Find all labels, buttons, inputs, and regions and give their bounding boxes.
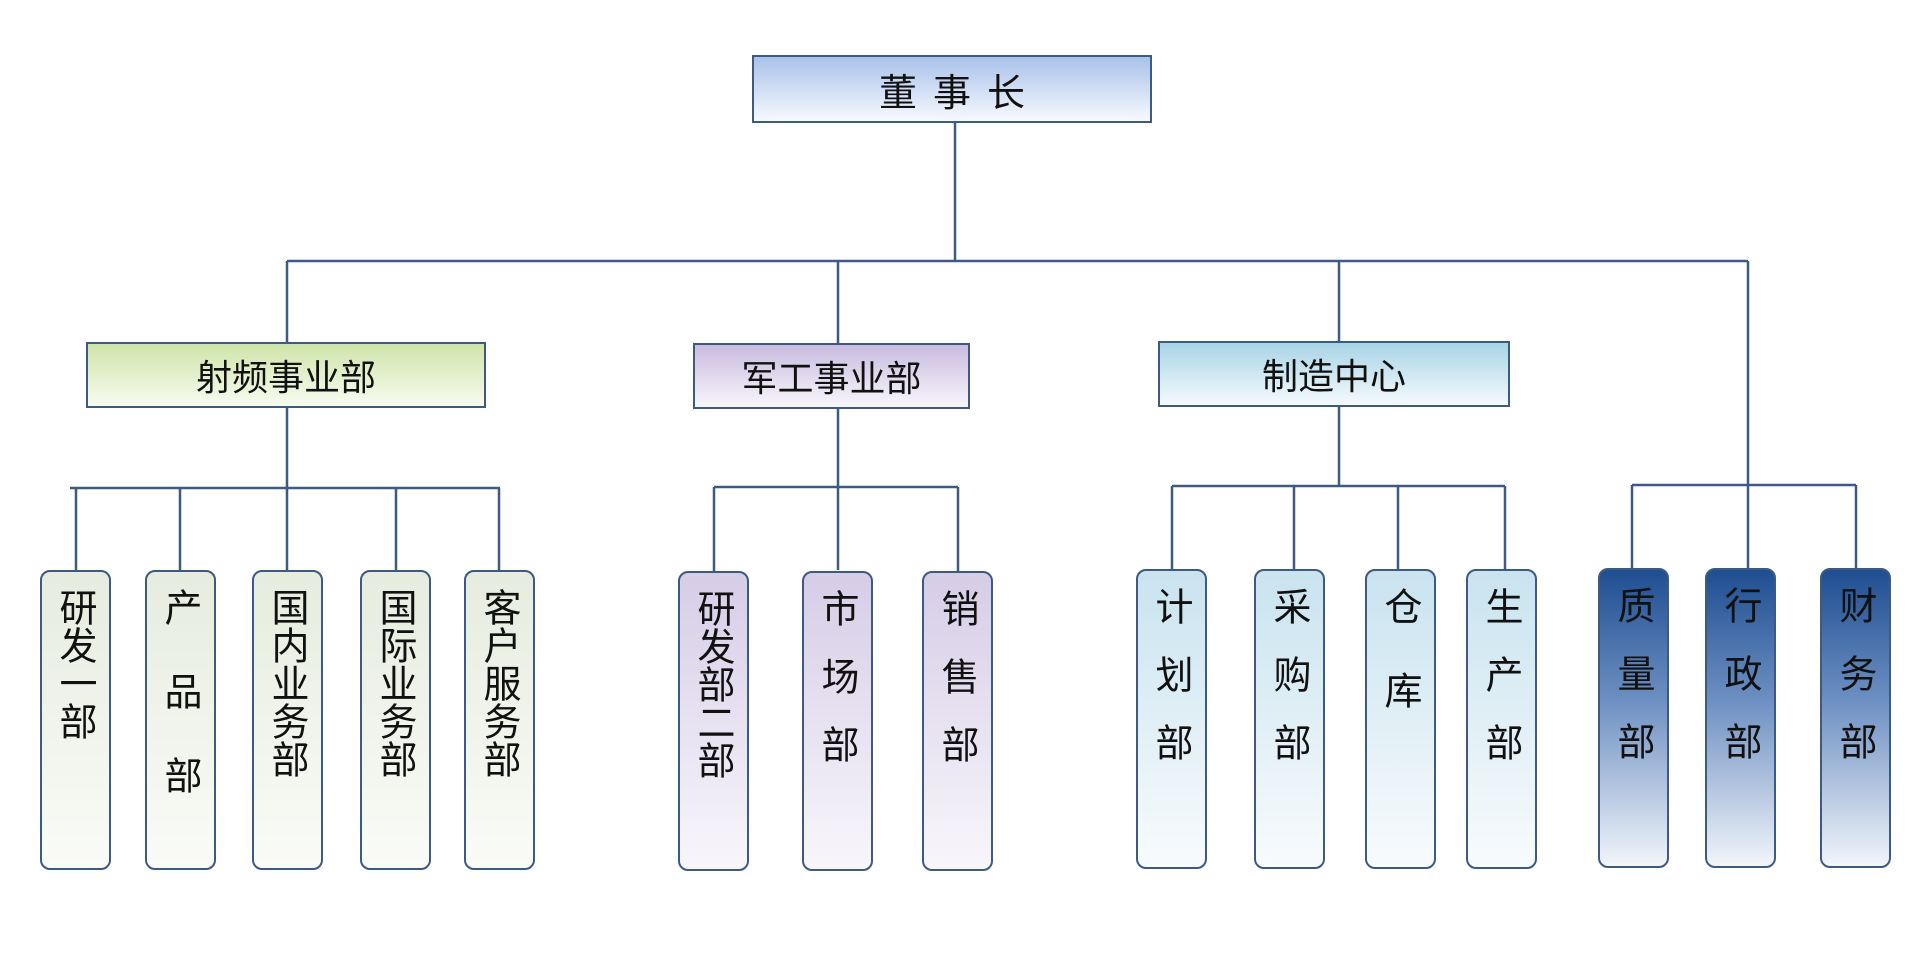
dept-label: 采购部: [1267, 587, 1311, 791]
military-division-box: 军工事业部: [693, 343, 970, 409]
dept-label: 生产部: [1479, 587, 1523, 791]
dept-product: 产品部: [145, 570, 216, 870]
dept-administration: 行政部: [1705, 568, 1776, 868]
dept-label: 质量部: [1611, 586, 1655, 790]
dept-label: 销售部: [935, 589, 979, 793]
rf-division-label: 射频事业部: [195, 358, 376, 399]
rf-division-box: 射频事业部: [86, 342, 486, 408]
dept-label: 仓库: [1378, 587, 1422, 755]
chairman-label: 董事长: [878, 70, 1041, 115]
manufacturing-center-label: 制造中心: [1261, 357, 1406, 398]
manufacturing-center-box: 制造中心: [1158, 341, 1510, 407]
dept-customer-service: 客户服务部: [464, 570, 535, 870]
dept-label: 客户服务部: [477, 588, 521, 778]
dept-finance: 财务部: [1820, 568, 1891, 868]
dept-label: 研发一部: [53, 588, 97, 740]
dept-label: 研发部二部: [691, 589, 735, 779]
dept-international-business: 国际业务部: [360, 570, 431, 870]
dept-production: 生产部: [1466, 569, 1537, 869]
military-division-label: 军工事业部: [741, 359, 922, 400]
dept-label: 国内业务部: [265, 588, 309, 778]
dept-label: 计划部: [1149, 587, 1193, 791]
chairman-box: 董事长: [752, 55, 1152, 123]
dept-rd-two: 研发部二部: [678, 571, 749, 871]
dept-label: 市场部: [815, 589, 859, 793]
dept-market: 市场部: [802, 571, 873, 871]
dept-sales: 销售部: [922, 571, 993, 871]
dept-rd-one: 研发一部: [40, 570, 111, 870]
dept-label: 行政部: [1718, 586, 1762, 790]
dept-label: 产品部: [158, 588, 202, 840]
dept-planning: 计划部: [1136, 569, 1207, 869]
dept-quality: 质量部: [1598, 568, 1669, 868]
dept-label: 财务部: [1833, 586, 1877, 790]
dept-domestic-business: 国内业务部: [252, 570, 323, 870]
dept-warehouse: 仓库: [1365, 569, 1436, 869]
dept-label: 国际业务部: [373, 588, 417, 778]
dept-purchasing: 采购部: [1254, 569, 1325, 869]
